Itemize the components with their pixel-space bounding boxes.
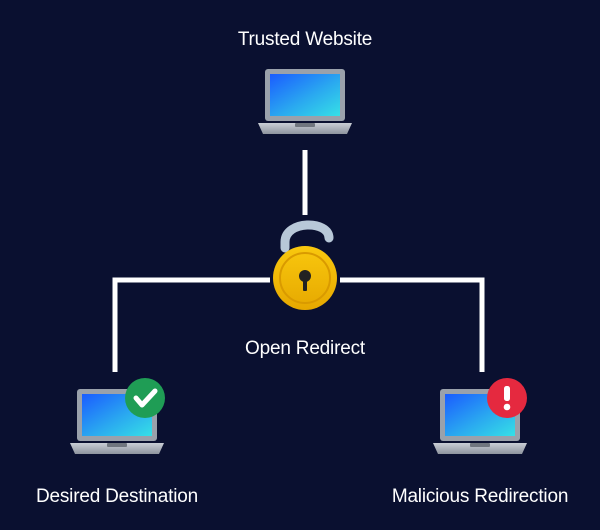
checkmark-icon bbox=[125, 378, 165, 418]
label-malicious-redirection: Malicious Redirection bbox=[391, 486, 569, 507]
connector-lock-to-right bbox=[340, 277, 485, 372]
label-open-redirect: Open Redirect bbox=[245, 338, 365, 359]
label-trusted-website: Trusted Website bbox=[237, 29, 373, 50]
label-desired-destination: Desired Destination bbox=[35, 486, 199, 507]
connector-lock-to-left bbox=[112, 277, 270, 372]
connector-lines bbox=[112, 150, 485, 372]
laptop-icon-trusted-website bbox=[258, 69, 352, 134]
exclamation-icon bbox=[487, 378, 527, 418]
unlocked-padlock-icon bbox=[273, 220, 337, 310]
